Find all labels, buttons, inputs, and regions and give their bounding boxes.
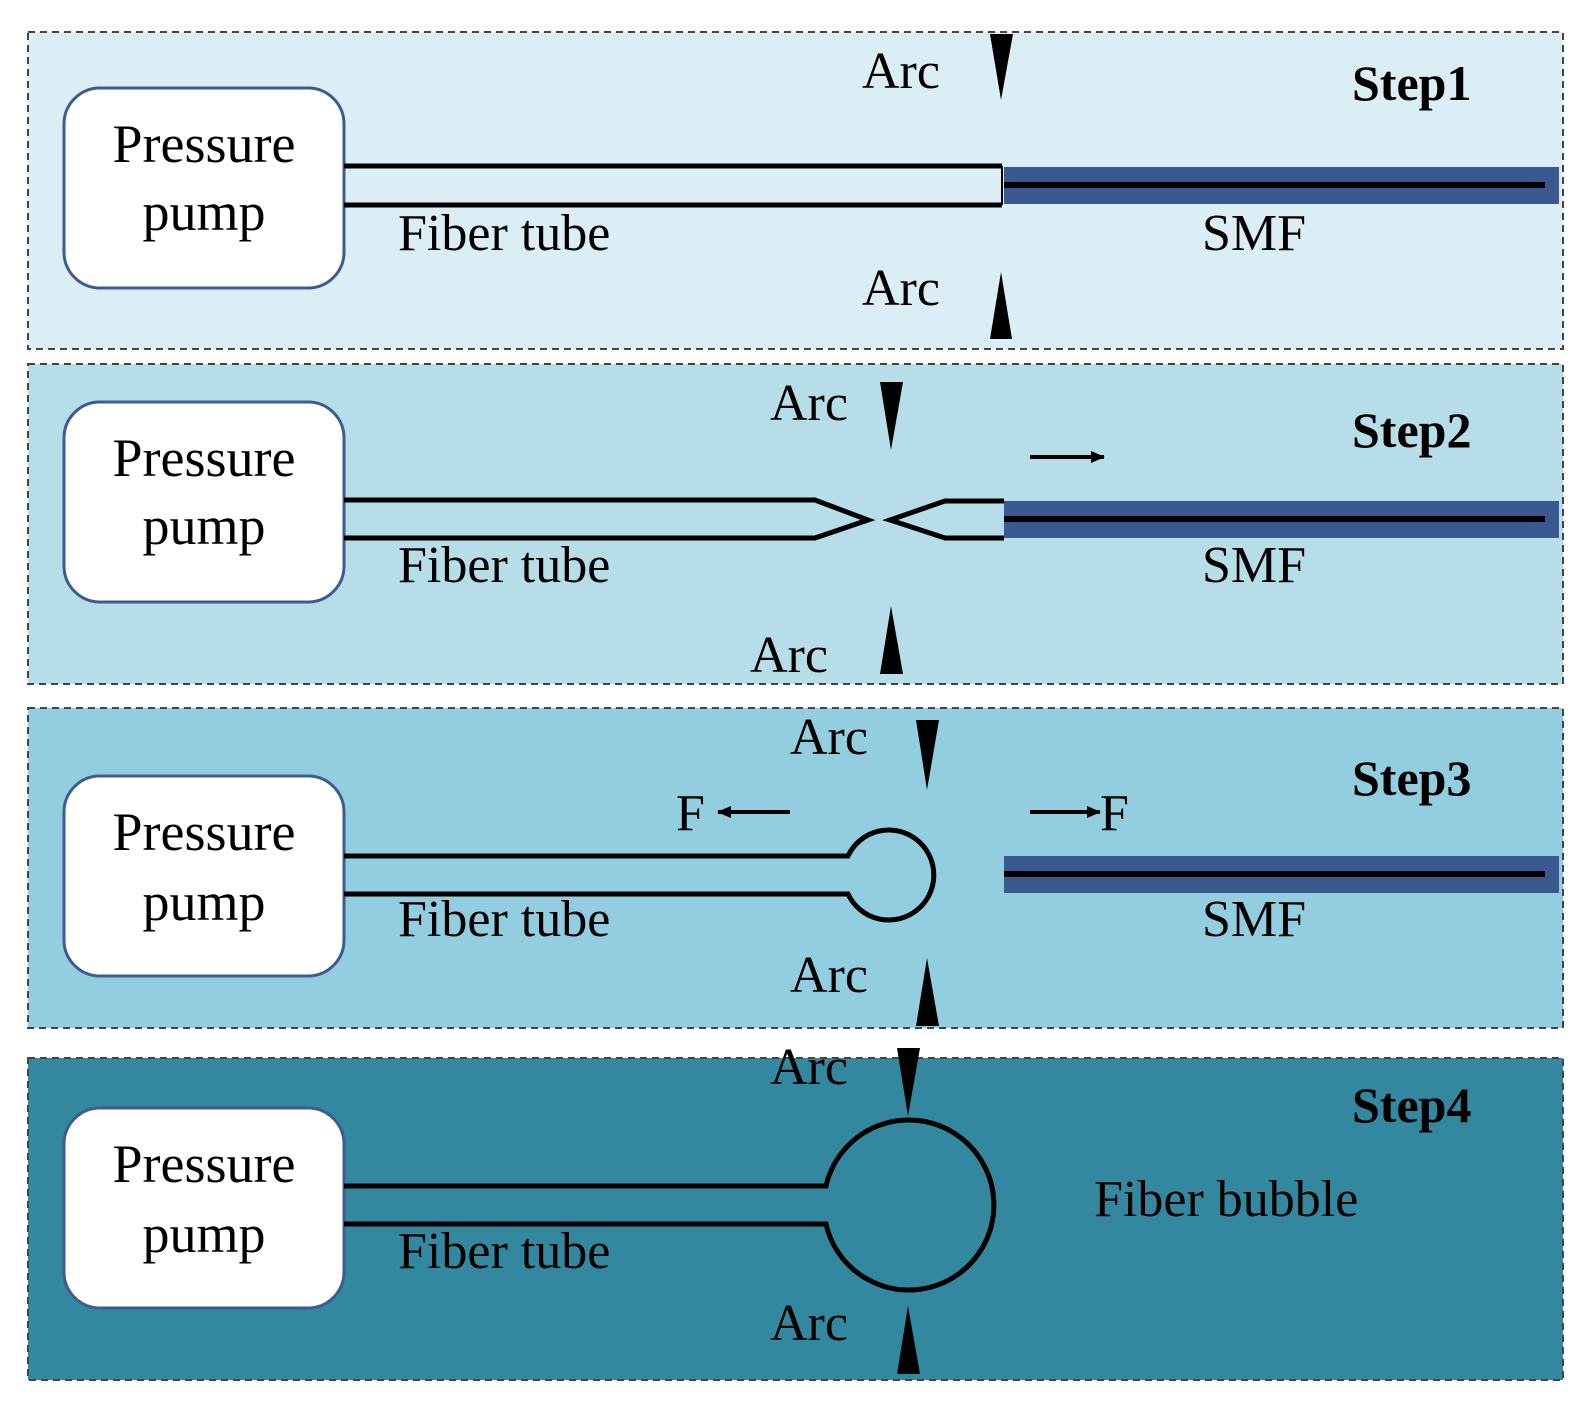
fiber-bubble-label: Fiber bubble bbox=[1094, 1171, 1358, 1228]
fiber-tube bbox=[344, 163, 1003, 208]
pressure-pump-label-line1: Pressure bbox=[113, 1134, 296, 1194]
smf-label: SMF bbox=[1202, 205, 1306, 262]
pressure-pump-label-line1: Pressure bbox=[113, 802, 296, 862]
pressure-pump-box bbox=[62, 774, 346, 978]
arc-label-bottom: Arc bbox=[770, 1295, 848, 1352]
arc-electrode-bottom bbox=[916, 958, 939, 1026]
pressure-pump: Pressure pump bbox=[62, 1106, 346, 1310]
step3-panel: Pressure pump F F Arc Arc Fiber tube SMF… bbox=[27, 707, 1564, 1029]
pressure-pump-label-line2: pump bbox=[142, 496, 265, 556]
arc-electrode-top bbox=[897, 1048, 920, 1116]
force-label-left: F bbox=[676, 785, 705, 842]
arc-label-top: Arc bbox=[862, 43, 940, 100]
arc-electrode-top bbox=[916, 720, 939, 790]
fiber-tube-label: Fiber tube bbox=[398, 537, 610, 594]
smf-fiber bbox=[1004, 167, 1559, 204]
pressure-pump: Pressure pump bbox=[62, 86, 346, 290]
arc-electrode-top bbox=[880, 382, 903, 450]
smf-fiber-tapered bbox=[882, 498, 1559, 541]
fiber-tube-small-bubble bbox=[344, 827, 937, 923]
arc-label-bottom: Arc bbox=[790, 947, 868, 1004]
pressure-pump-label-line2: pump bbox=[142, 872, 265, 932]
smf-label: SMF bbox=[1202, 537, 1306, 594]
pressure-pump-label-line2: pump bbox=[142, 182, 265, 242]
step4-panel: Pressure pump Arc Arc Fiber tube Fiber b… bbox=[27, 1039, 1564, 1381]
pressure-pump: Pressure pump bbox=[62, 400, 346, 604]
fiber-bubble bbox=[344, 1117, 997, 1293]
arc-label-bottom: Arc bbox=[750, 627, 828, 684]
step-title: Step4 bbox=[1352, 1077, 1471, 1133]
step2-panel: Pressure pump Arc Arc Fiber tube SMF Ste… bbox=[27, 363, 1564, 685]
fiber-tube-label: Fiber tube bbox=[398, 891, 610, 948]
arc-label-top: Arc bbox=[770, 1039, 848, 1096]
smf-fiber bbox=[1004, 856, 1559, 893]
pressure-pump-box bbox=[62, 1106, 346, 1310]
arc-electrode-bottom bbox=[897, 1306, 920, 1374]
step-title: Step3 bbox=[1352, 750, 1471, 806]
step1-panel: Pressure pump Arc Arc Fiber tube SMF Ste… bbox=[27, 31, 1564, 350]
step-title: Step2 bbox=[1352, 402, 1471, 458]
arc-label-top: Arc bbox=[790, 709, 868, 766]
arc-label-bottom: Arc bbox=[862, 260, 940, 317]
pressure-pump-label-line2: pump bbox=[142, 1204, 265, 1264]
pressure-pump-box bbox=[62, 86, 346, 290]
fiber-tube-tapered bbox=[344, 497, 876, 541]
fiber-tube-label: Fiber tube bbox=[398, 1223, 610, 1280]
arc-electrode-bottom bbox=[880, 606, 903, 674]
arc-label-top: Arc bbox=[770, 375, 848, 432]
force-label-right: F bbox=[1100, 785, 1129, 842]
pressure-pump-label-line1: Pressure bbox=[113, 114, 296, 174]
arc-electrode-top bbox=[990, 34, 1013, 100]
pressure-pump: Pressure pump bbox=[62, 774, 346, 978]
smf-label: SMF bbox=[1202, 891, 1306, 948]
step-title: Step1 bbox=[1352, 55, 1471, 111]
arc-electrode-bottom bbox=[990, 272, 1012, 339]
fiber-tube-label: Fiber tube bbox=[398, 205, 610, 262]
pressure-pump-label-line1: Pressure bbox=[113, 428, 296, 488]
